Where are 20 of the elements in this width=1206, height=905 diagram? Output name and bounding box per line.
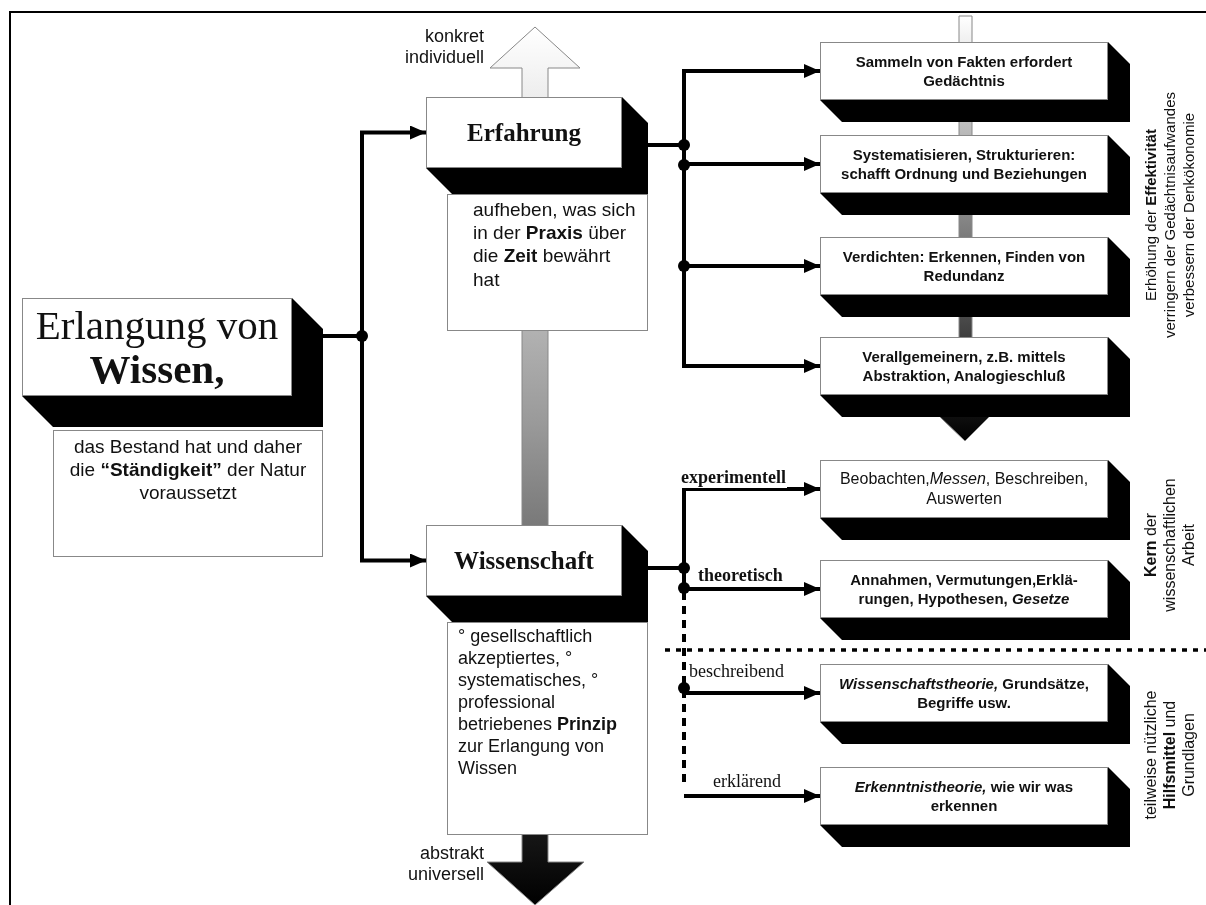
description-box: das Bestand hat und daher die “Ständigkeit” der Natur voraussetzt [53, 430, 323, 557]
axis-label: konkret individuell [403, 26, 484, 68]
task-box: Beobachten,Messen, Beschreiben, Auswerten [820, 460, 1108, 518]
side-note: verringern der Gedächtnisaufwandes [1161, 92, 1179, 338]
task-box: Systematisieren, Strukturieren: schafft Ordnung und Beziehungen [820, 135, 1108, 193]
task-box: Verallgemeinern, z.B. mittels Abstraktion, Analogieschluß [820, 337, 1108, 395]
edge-label: experimentell [680, 468, 787, 488]
concept-heading-box: Wissenschaft [426, 525, 622, 596]
concept-heading-box: Erfahrung [426, 97, 622, 168]
concept-heading-box: Erlangung von Wissen, [22, 298, 292, 396]
description-box: aufheben, was sich in der Praxis über die Zeit bewährt hat [447, 194, 648, 331]
task-box: Wissenschaftstheorie, Grundsätze, Begriffe usw. [820, 664, 1108, 722]
task-box: Sammeln von Fakten erfordert Gedächtnis [820, 42, 1108, 100]
task-box: Verdichten: Erkennen, Finden von Redundanz [820, 237, 1108, 295]
task-box: Erkenntnistheorie, wie wir was erkennen [820, 767, 1108, 825]
side-note: verbessern der Denkökonomie [1180, 112, 1198, 318]
side-note: Erhöhung der Effektivität [1142, 129, 1160, 301]
axis-label: abstrakt universell [406, 843, 484, 885]
task-box: Annahmen, Vermutungen,Erklä-rungen, Hypothesen, Gesetze [820, 560, 1108, 618]
description-box: ° gesellschaftlich akzeptiertes, ° systematisches, ° professional betriebenes Prinzip zur Erlangung von Wissen [447, 622, 648, 835]
